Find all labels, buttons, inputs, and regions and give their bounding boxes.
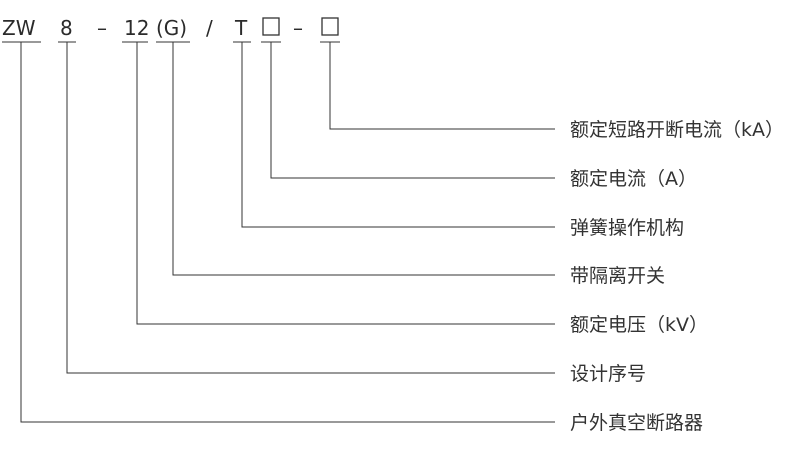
desc-rated-short-circuit-breaking-current: 额定短路开断电流（kA） [570,119,784,141]
leader-isolating-switch [172,42,555,276]
model-code: ZW 8 – 12 (G) / T – [2,16,339,40]
desc-outdoor-vacuum-circuit-breaker: 户外真空断路器 [570,412,703,434]
leader-rated-voltage [136,42,555,325]
code-spring-mechanism: T [234,16,248,40]
leader-rated-current [270,42,555,179]
desc-rated-current: 额定电流（A） [570,168,697,190]
leader-design-number [66,42,555,374]
leader-breaking-current [329,42,555,130]
leader-lines [20,42,555,423]
desc-design-number: 设计序号 [570,363,646,385]
code-rated-current-box [262,17,280,36]
descriptions: 额定短路开断电流（kA） 额定电流（A） 弹簧操作机构 带隔离开关 额定电压（k… [570,119,784,434]
leader-spring-mechanism [241,42,555,228]
desc-rated-voltage: 额定电压（kV） [570,314,708,336]
code-slash: / [206,16,213,40]
code-series-zw: ZW [2,16,36,40]
desc-with-isolating-switch: 带隔离开关 [570,265,665,287]
code-dash-1: – [97,16,107,40]
code-design-number: 8 [60,16,73,40]
desc-spring-operating-mechanism: 弹簧操作机构 [570,217,684,239]
code-rated-voltage: 12 [124,16,149,40]
code-isolating-switch: (G) [156,16,187,40]
code-breaking-current-box [321,17,339,36]
code-dash-2: – [293,16,303,40]
leader-outdoor-breaker [20,42,555,423]
